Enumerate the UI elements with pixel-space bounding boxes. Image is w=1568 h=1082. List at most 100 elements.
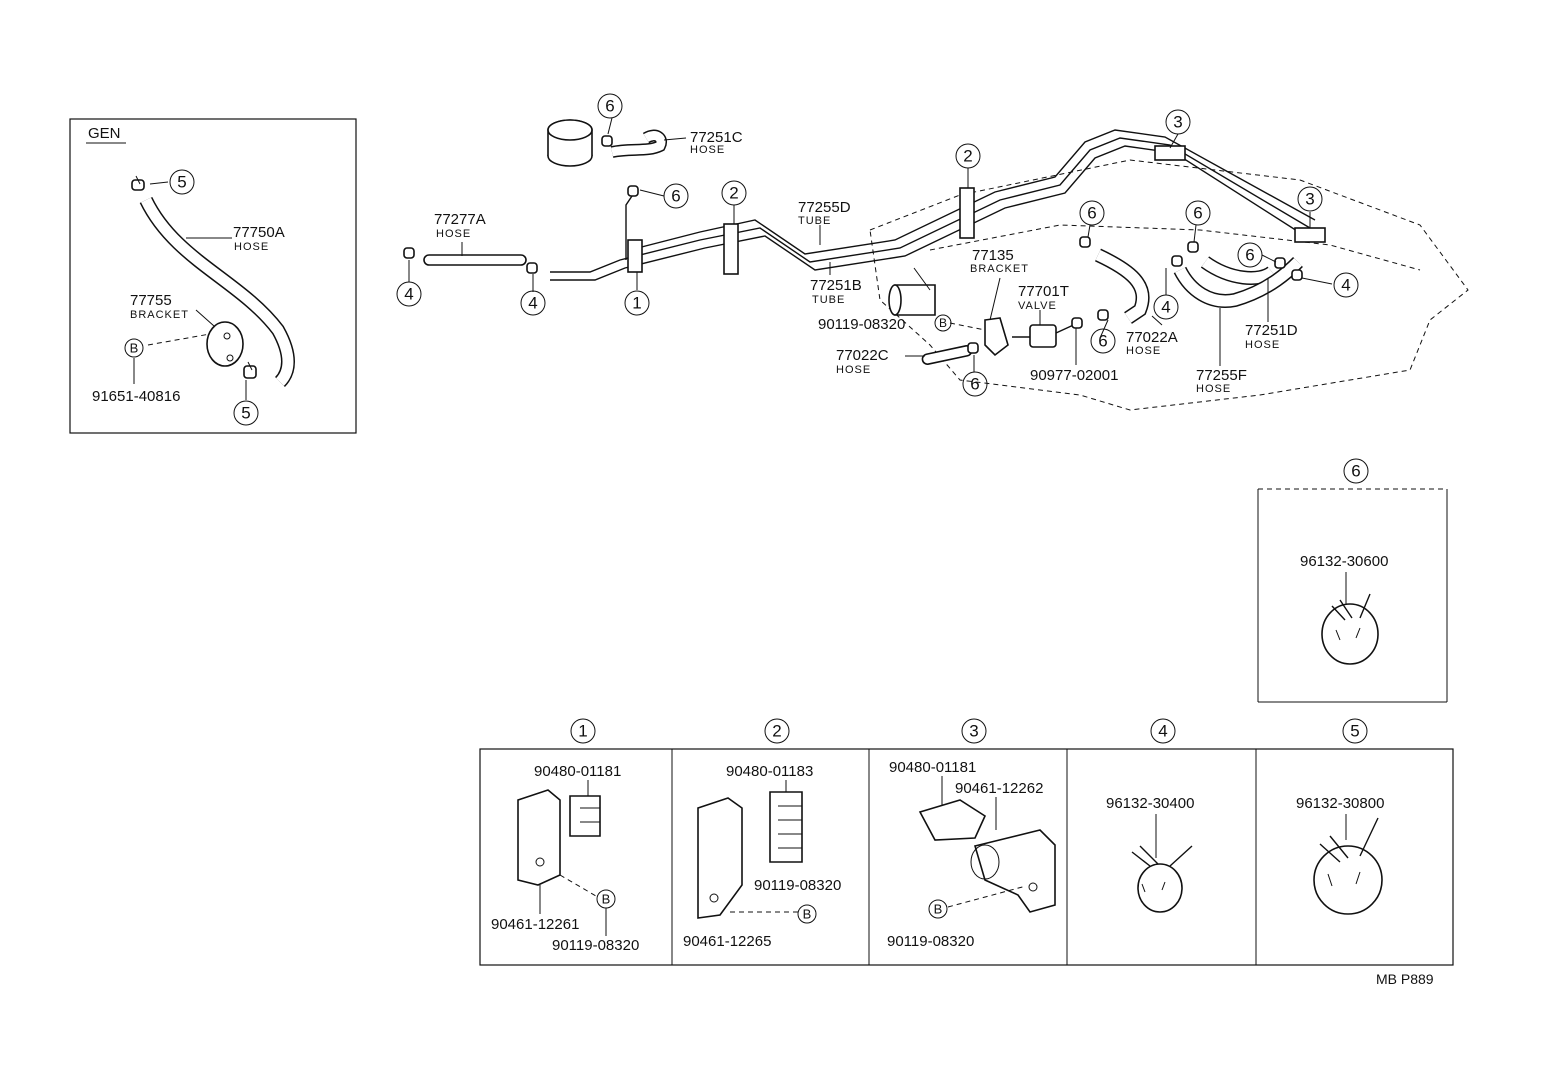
detail-3: 3 90480-01181 90461-12262 90119-08320 B [887, 718, 1056, 950]
callout-4-a: 4 [404, 285, 413, 304]
gen-bolt-ref: B [130, 341, 139, 356]
callout-4-b: 4 [528, 294, 537, 313]
hose-clamp-large-icon [1313, 817, 1383, 915]
detail-1-part-c: 90119-08320 [552, 937, 639, 954]
detail-3-bolt-ref: B [934, 902, 943, 917]
callout-1: 1 [632, 294, 641, 313]
callout-3-a: 3 [1173, 113, 1182, 132]
detail-6-callout: 6 [1351, 462, 1360, 481]
label-77255F-hose: HOSE [1196, 383, 1231, 395]
label-77135-bracket: BRACKET [970, 263, 1029, 275]
detail-2: 2 90480-01183 90119-08320 90461-12265 B [683, 718, 841, 950]
detail-1: 1 90480-01181 90461-12261 90119-08320 B [491, 718, 639, 954]
main-assembly: 77251C HOSE 77277A HOSE 77255D TUBE 7725… [396, 93, 1469, 411]
label-77251C: 77251C [690, 129, 743, 146]
hose-77255F [1175, 258, 1302, 307]
label-77701T-valve: VALVE [1018, 300, 1057, 312]
hose-77251C [611, 131, 666, 157]
bracket-77135-icon [984, 317, 1009, 357]
callout-6-e: 6 [1245, 246, 1254, 265]
clamp-2-b-icon [959, 187, 975, 239]
detail-4: 4 96132-30400 [1106, 718, 1194, 913]
gen-inset-frame [69, 118, 357, 434]
callout-6-f: 6 [1098, 332, 1107, 351]
detail-1-part-a: 90480-01181 [534, 763, 621, 780]
detail-2-part-c: 90461-12265 [683, 933, 771, 950]
gen-callout-5-bottom: 5 [241, 404, 250, 423]
detail-1-bolt-ref: B [602, 892, 611, 907]
label-77251B-tube: TUBE [812, 294, 845, 306]
label-77251D: 77251D [1245, 322, 1298, 339]
gen-bracket-label: BRACKET [130, 309, 189, 321]
callout-4-c: 4 [1341, 276, 1350, 295]
gen-clamp-top-icon [131, 175, 145, 191]
detail-6-part-number: 96132-30600 [1300, 553, 1388, 570]
label-77022A: 77022A [1126, 329, 1178, 346]
detail-6: 6 96132-30600 [1257, 458, 1448, 703]
hose-clamp-small-icon [1131, 845, 1193, 913]
detail-1-callout: 1 [578, 722, 587, 741]
hose-77277A [423, 254, 527, 266]
detail-2-bracket-icon [697, 797, 743, 919]
label-77277A: 77277A [434, 211, 486, 228]
callout-6-b: 6 [671, 187, 680, 206]
label-77022C: 77022C [836, 347, 889, 364]
label-77277A-hose: HOSE [436, 228, 471, 240]
label-77255F: 77255F [1196, 367, 1247, 384]
label-77255D: 77255D [798, 199, 851, 216]
detail-2-bolt-ref: B [803, 907, 812, 922]
callout-2-b: 2 [963, 147, 972, 166]
label-77251D-hose: HOSE [1245, 339, 1280, 351]
main-callouts: 4 4 1 2 6 6 2 3 3 6 6 6 4 4 6 6 [396, 93, 1359, 397]
clamp-3-b-icon [1294, 227, 1326, 243]
hose-77022A [1095, 250, 1149, 323]
hose-clamp-icon [1321, 593, 1379, 665]
gen-clamp-bottom-icon [243, 361, 257, 379]
label-77255D-tube: TUBE [798, 215, 831, 227]
label-77251B: 77251B [810, 277, 862, 294]
label-77251C-hose: HOSE [690, 144, 725, 156]
detail-3-bracket-icon [973, 829, 1056, 913]
detail-4-callout: 4 [1158, 722, 1167, 741]
main-bolt-ref: B [939, 316, 947, 330]
hose-77022C [921, 345, 973, 365]
gen-inset: GEN 77750A HOSE 77755 BRACKET [69, 118, 357, 434]
hose-77251D [1201, 257, 1276, 284]
detail-1-clip-icon [569, 795, 601, 837]
callout-6-d: 6 [1193, 204, 1202, 223]
detail-1-bracket-icon [517, 789, 561, 886]
callout-3-b: 3 [1305, 190, 1314, 209]
gen-callout-5-top: 5 [177, 173, 186, 192]
detail-2-part-a: 90480-01183 [726, 763, 813, 780]
label-77022C-hose: HOSE [836, 364, 871, 376]
gen-bolt-part-number: 91651-40816 [92, 388, 180, 405]
detail-2-callout: 2 [772, 722, 781, 741]
fuel-tank-outline [869, 159, 1469, 411]
label-90119-08320: 90119-08320 [818, 316, 905, 333]
drawing-code: MB P889 [1376, 971, 1434, 987]
gen-hose-part-number: 77750A [233, 224, 285, 241]
gen-inset-title: GEN [88, 125, 121, 142]
detail-1-part-b: 90461-12261 [491, 916, 579, 933]
detail-5: 5 96132-30800 [1296, 718, 1384, 915]
detail-3-part-a: 90480-01181 [889, 759, 976, 776]
detail-3-part-b: 90461-12262 [955, 780, 1043, 797]
filler-pipe-icon [888, 284, 936, 316]
gen-bracket-part-number: 77755 [130, 292, 172, 309]
gen-hose-label: HOSE [234, 241, 269, 253]
clip-icons [403, 135, 1303, 354]
detail-5-part-number: 96132-30800 [1296, 795, 1384, 812]
callout-6-g: 6 [970, 375, 979, 394]
callout-6-a: 6 [605, 97, 614, 116]
canister-icon [547, 119, 593, 167]
detail-3-callout: 3 [969, 722, 978, 741]
label-77701T: 77701T [1018, 283, 1069, 300]
label-77135: 77135 [972, 247, 1014, 264]
detail-4-part-number: 96132-30400 [1106, 795, 1194, 812]
callout-4-d: 4 [1161, 298, 1170, 317]
clamp-3-a-icon [1154, 145, 1186, 161]
detail-5-callout: 5 [1350, 722, 1359, 741]
detail-2-clip-icon [769, 791, 803, 863]
label-77022A-hose: HOSE [1126, 345, 1161, 357]
